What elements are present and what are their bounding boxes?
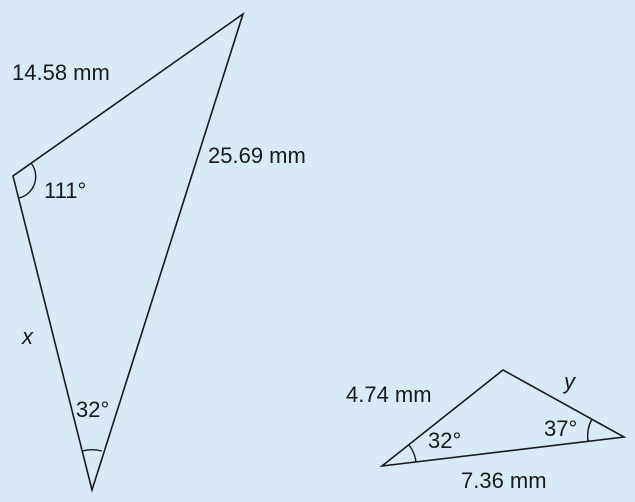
large-side-top-label: 14.58 mm <box>12 60 110 85</box>
small-angle-right-label: 37° <box>544 416 577 441</box>
large-angle-left-label: 111° <box>44 178 86 203</box>
small-side-left-label: 4.74 mm <box>346 382 432 407</box>
large-angle-left-arc <box>18 162 37 199</box>
small-side-bottom-label: 7.36 mm <box>461 468 547 493</box>
small-angle-left-label: 32° <box>428 428 461 453</box>
large-side-right-label: 25.69 mm <box>208 143 306 168</box>
large-angle-bottom-arc <box>81 449 103 452</box>
large-triangle-outline <box>12 11 245 493</box>
large-angle-bottom-label: 32° <box>76 397 109 422</box>
small-triangle: 4.74 mm y 7.36 mm 32° 37° <box>346 369 627 493</box>
small-angle-left-arc <box>408 444 417 463</box>
large-side-left-label: x <box>21 324 34 349</box>
large-triangle: 14.58 mm 25.69 mm x 111° 32° <box>12 11 306 493</box>
small-triangle-outline <box>379 369 627 468</box>
small-angle-right-arc <box>586 418 593 442</box>
small-side-right-label: y <box>562 369 577 394</box>
